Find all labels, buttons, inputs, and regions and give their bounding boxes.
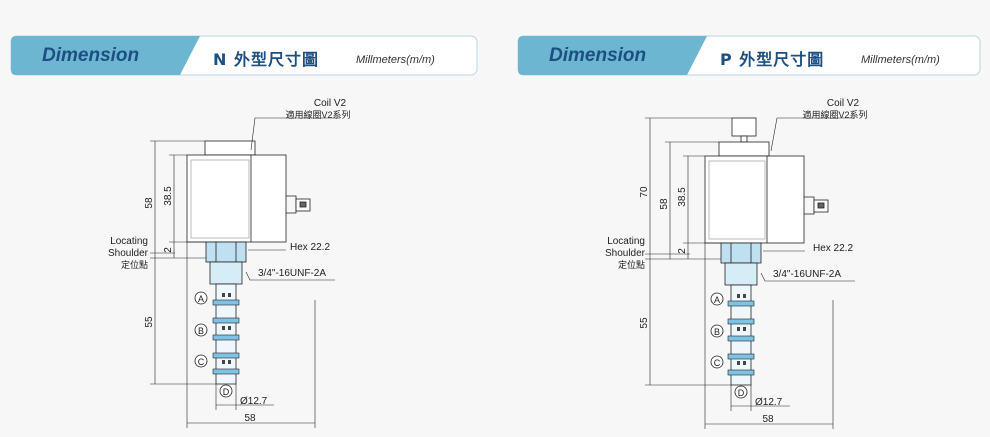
port-b-label: B — [714, 327, 720, 337]
port-d-label: D — [223, 387, 230, 397]
coil-label-cn: 適用線圈V2系列 — [285, 109, 350, 120]
locating-label-3: 定位點 — [121, 259, 148, 270]
locating-label-1: Locating — [110, 236, 148, 247]
port-a-label: A — [198, 294, 204, 304]
thread-label: 3/4"-16UNF-2A — [773, 269, 841, 280]
locating-label-2: Shoulder — [605, 248, 646, 259]
drawing-p: A B C D Coil V2 適用線圈V2 — [605, 98, 868, 429]
dimension-label: Dimension — [42, 45, 140, 66]
dim-70: 70 — [639, 186, 650, 198]
dim-2: 2 — [163, 247, 174, 253]
dim-2: 2 — [677, 248, 688, 254]
dim-55: 55 — [144, 316, 155, 328]
port-b-label: B — [198, 326, 204, 336]
width-label: 58 — [244, 413, 256, 424]
dim-58: 58 — [144, 197, 155, 209]
port-d-label: D — [738, 388, 745, 398]
hex-nut — [720, 242, 762, 264]
panel-p: Dimension P 外型尺寸圖 Millmeters(m/m) — [495, 0, 990, 437]
override-knob — [731, 117, 757, 137]
units-label: Millmeters(m/m) — [861, 54, 940, 66]
type-title: P 外型尺寸圖 — [720, 50, 825, 69]
type-title: N 外型尺寸圖 — [213, 50, 319, 69]
dim-38-5: 38.5 — [163, 186, 174, 206]
header-tab-shape — [10, 35, 478, 76]
hex-label: Hex 22.2 — [813, 243, 853, 254]
coil-body — [186, 154, 287, 243]
locating-label-3: 定位點 — [618, 259, 645, 270]
thread-section — [724, 262, 758, 286]
drawing-n: A B C D Coil V — [108, 98, 351, 428]
coil-label: Coil V2 — [827, 98, 860, 109]
port-a-label: A — [714, 295, 720, 305]
width-label: 58 — [762, 414, 774, 425]
locating-label-1: Locating — [607, 236, 645, 247]
hex-nut — [205, 241, 247, 263]
coil-label: Coil V2 — [314, 98, 347, 109]
units-label: Millmeters(m/m) — [356, 54, 435, 66]
port-c-label: C — [714, 358, 721, 368]
coil-label-cn: 適用線圈V2系列 — [802, 109, 867, 120]
diameter-label: Ø12.7 — [755, 397, 783, 408]
thread-section — [209, 261, 243, 285]
cartridge-body — [730, 284, 752, 386]
port-c-label: C — [198, 357, 205, 367]
thread-label: 3/4"-16UNF-2A — [258, 268, 326, 279]
cartridge-body — [215, 283, 237, 385]
coil-top-nut — [204, 140, 256, 156]
coil-top-nut — [718, 141, 770, 157]
dim-58: 58 — [659, 198, 670, 210]
header-tab-shape — [517, 35, 981, 76]
coil-body — [704, 155, 805, 244]
diameter-label: Ø12.7 — [240, 396, 268, 407]
dimension-header-p: Dimension P 外型尺寸圖 Millmeters(m/m) — [517, 35, 983, 77]
dim-55: 55 — [639, 317, 650, 329]
panel-n: Dimension N 外型尺寸圖 Millmeters(m/m) — [10, 35, 480, 428]
dimension-header-n: Dimension N 外型尺寸圖 Millmeters(m/m) — [10, 35, 480, 77]
hex-label: Hex 22.2 — [290, 242, 330, 253]
dim-38-5: 38.5 — [677, 187, 688, 207]
locating-label-2: Shoulder — [108, 248, 149, 259]
dimension-label: Dimension — [549, 45, 647, 66]
